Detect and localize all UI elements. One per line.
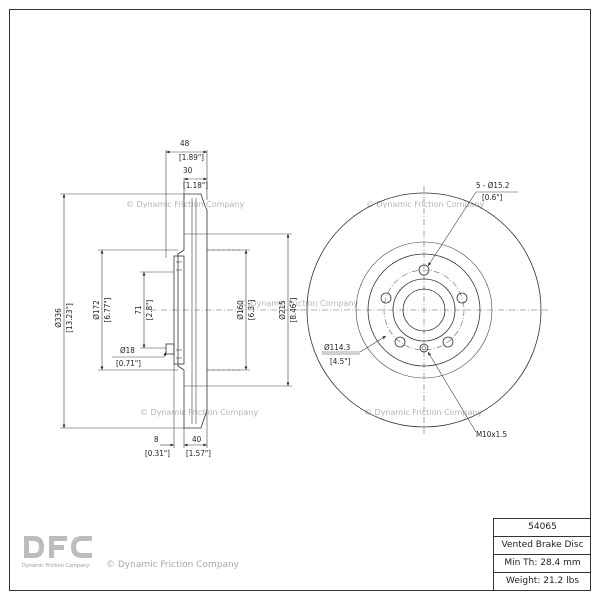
dim-8-in: [0.31"] bbox=[145, 449, 170, 458]
dim-71-in: [2.8"] bbox=[145, 300, 154, 321]
dim-outer-diameter-mm: Ø336 bbox=[53, 308, 63, 328]
part-type: Vented Brake Disc bbox=[494, 537, 591, 555]
watermark-5: © Dynamic Friction Company bbox=[364, 408, 482, 417]
dfc-logo bbox=[24, 536, 92, 558]
threaded-hole bbox=[419, 343, 429, 353]
watermark-4: © Dynamic Friction Company bbox=[140, 408, 258, 417]
dim-18-mm: Ø18 bbox=[120, 345, 135, 355]
side-view: 48 [1.89"] 30 [1.18"] Ø336 [13.23"] Ø172… bbox=[53, 139, 305, 458]
bolt-hole-3 bbox=[442, 336, 454, 348]
dim-thickness-mm: 48 bbox=[180, 139, 190, 148]
dim-160-in: [6.3"] bbox=[247, 300, 256, 321]
bolt-hole-5 bbox=[380, 292, 392, 304]
friction-inner-circle bbox=[355, 241, 493, 379]
dim-hat-in: [1.18"] bbox=[183, 181, 208, 190]
dim-160-mm: Ø160 bbox=[235, 300, 245, 320]
part-number: 54065 bbox=[494, 519, 591, 537]
dim-bolt-circle-in: [4.5"] bbox=[330, 357, 351, 366]
watermark-1: © Dynamic Friction Company bbox=[126, 200, 244, 209]
dim-bolt-holes-mm: 5 - Ø15.2 bbox=[476, 180, 509, 190]
watermark-2: © Dynamic Friction Company bbox=[366, 200, 484, 209]
logo-subtitle: Dynamic Friction Company bbox=[22, 563, 90, 569]
dim-215-mm: Ø215 bbox=[277, 300, 287, 319]
footer-watermark: © Dynamic Friction Company bbox=[106, 560, 240, 570]
dim-18-in: [0.71"] bbox=[116, 359, 141, 368]
dim-thickness-in: [1.89"] bbox=[179, 153, 204, 162]
dim-outer-diameter-in: [13.23"] bbox=[65, 303, 74, 333]
dim-40-mm: 40 bbox=[192, 435, 202, 444]
dim-8-mm: 8 bbox=[154, 435, 159, 444]
dim-71-mm: 71 bbox=[134, 305, 143, 314]
dim-40-in: [1.57"] bbox=[186, 449, 211, 458]
hat-section bbox=[173, 255, 185, 365]
dim-bolt-holes-in: [0.6"] bbox=[482, 193, 503, 202]
min-thickness: Min Th: 28.4 mm bbox=[494, 555, 591, 573]
dim-hat-mm: 30 bbox=[183, 166, 193, 175]
outer-disc-circle bbox=[306, 192, 542, 428]
dim-thread: M10x1.5 bbox=[476, 430, 507, 439]
dim-172-mm: Ø172 bbox=[91, 300, 101, 319]
drawing-frame bbox=[9, 9, 591, 591]
center-bore-circle bbox=[402, 288, 446, 332]
weight: Weight: 21.2 lbs bbox=[505, 576, 580, 586]
bolt-hole-2 bbox=[456, 292, 468, 304]
watermark-3: © Dynamic Friction Company bbox=[240, 299, 358, 308]
hat-outer-circle bbox=[367, 253, 481, 367]
dim-215-in: [8.46"] bbox=[289, 297, 298, 322]
bolt-hole-4 bbox=[394, 336, 406, 348]
bolt-hole-1 bbox=[418, 264, 430, 276]
hub-circle bbox=[392, 278, 456, 342]
dim-172-in: [6.77"] bbox=[103, 297, 112, 322]
spec-table: 54065 Vented Brake Disc Min Th: 28.4 mm … bbox=[493, 518, 591, 590]
bolt-circle bbox=[383, 269, 465, 351]
dim-bolt-circle-mm: Ø114.3 bbox=[324, 342, 350, 352]
front-view: 5 - Ø15.2 [0.6"] Ø114.3 [4.5"] M10x1.5 bbox=[300, 180, 548, 439]
rotor-profile bbox=[177, 193, 208, 429]
center-bore-section bbox=[165, 343, 175, 355]
